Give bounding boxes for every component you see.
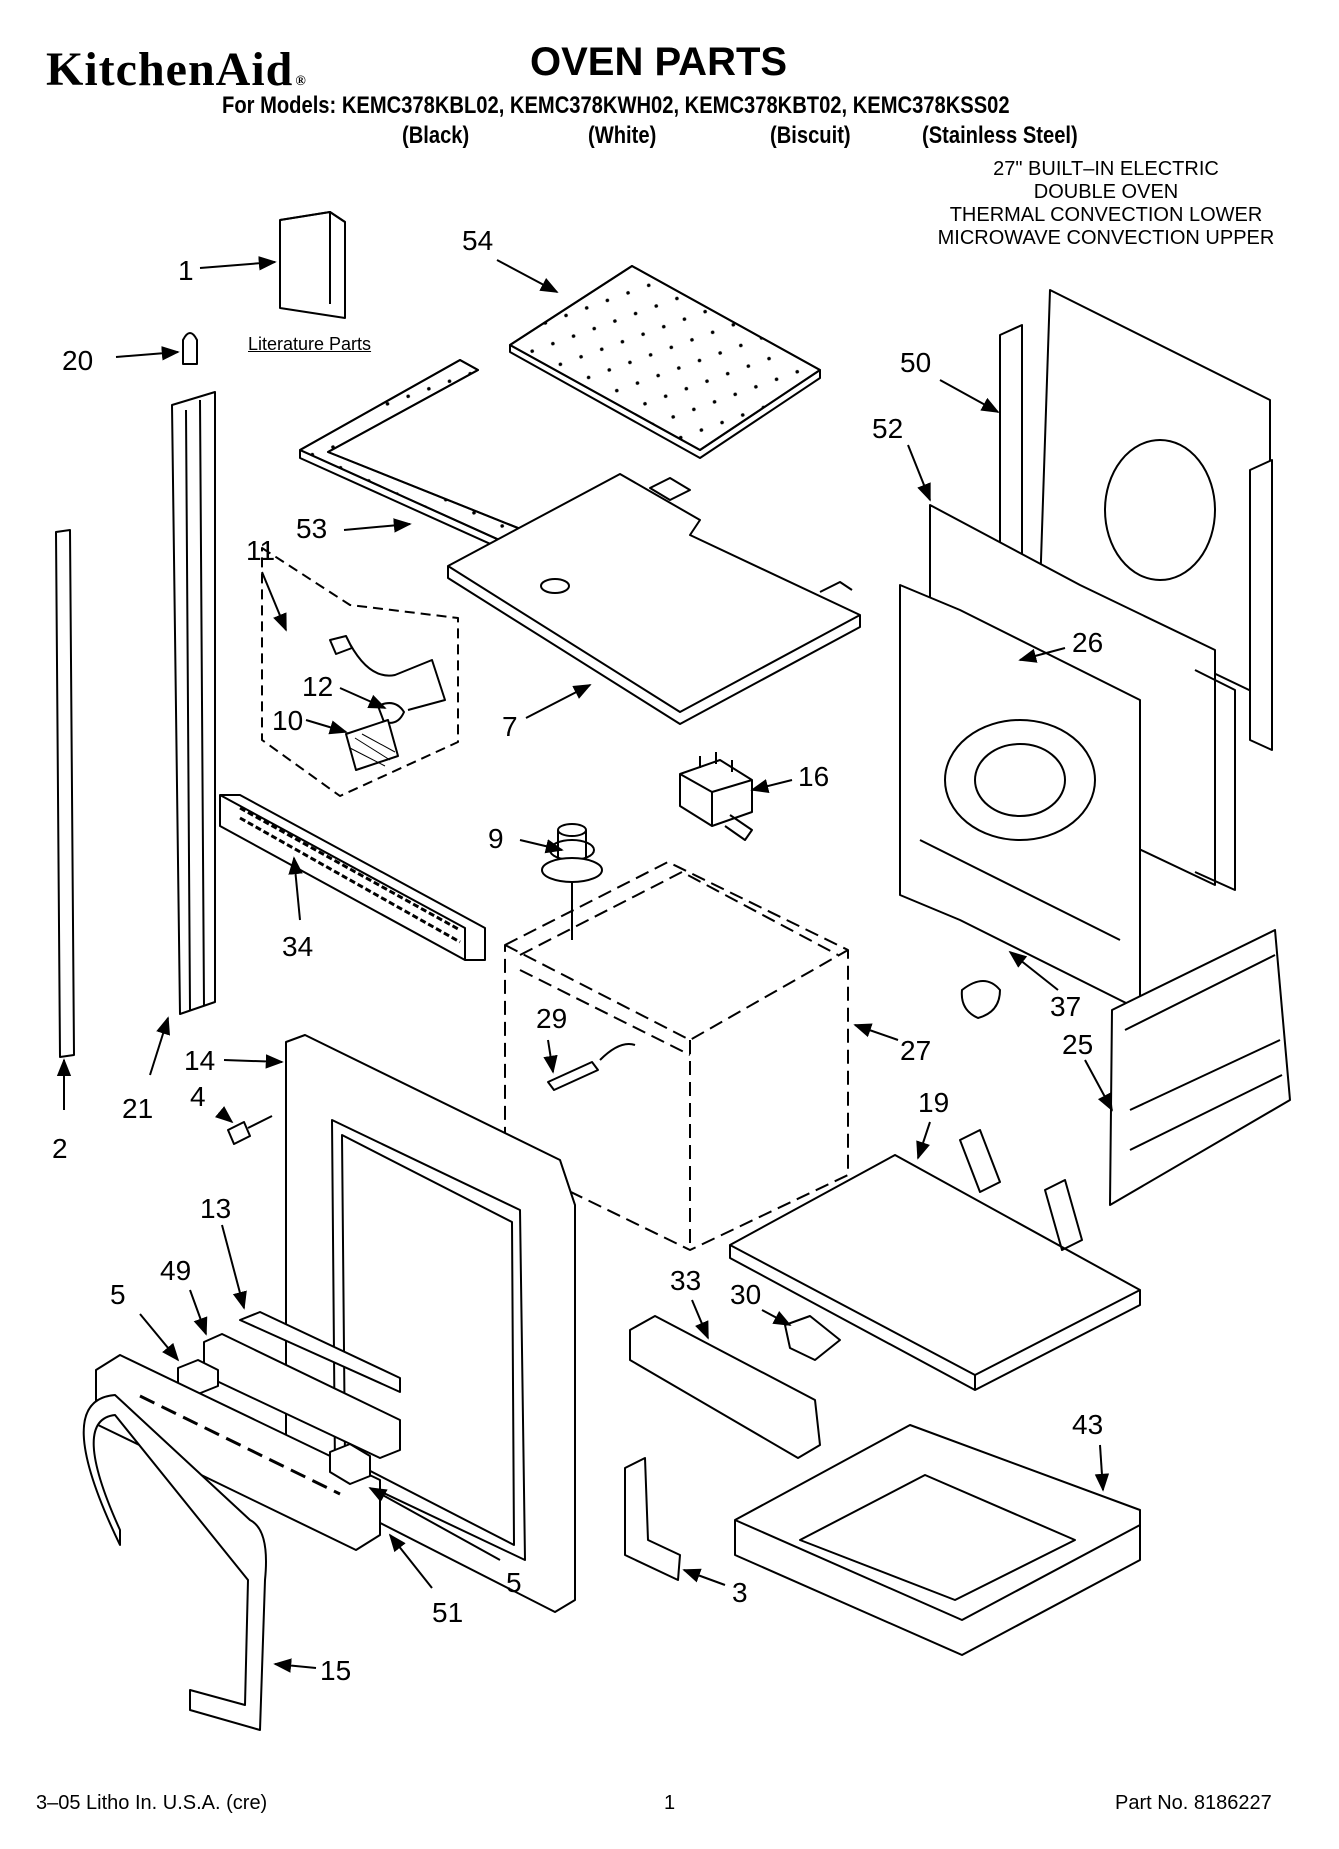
callout-9: 9	[488, 823, 504, 854]
callout-15: 15	[320, 1655, 351, 1686]
callout-49: 49	[160, 1255, 191, 1286]
callout-3: 3	[732, 1577, 748, 1608]
part-literature-booklet	[279, 211, 346, 319]
part-bottom-panel-19	[729, 1129, 1141, 1391]
callout-51: 51	[432, 1597, 463, 1628]
callout-52: 52	[872, 413, 903, 444]
callout-1: 1	[178, 255, 194, 286]
description-line-2: DOUBLE OVEN	[1033, 181, 1179, 203]
part-spacer-5b	[329, 1443, 371, 1485]
variant-stainless: (Stainless Steel)	[922, 122, 1078, 149]
brand-logo: KitchenAid®	[46, 42, 307, 97]
description-line-4: MICROWAVE CONVECTION UPPER	[937, 227, 1275, 249]
callout-29: 29	[536, 1003, 567, 1034]
part-lens-10	[345, 719, 399, 771]
callout-26: 26	[1072, 627, 1103, 658]
callout-11: 11	[246, 535, 275, 566]
description-line-3: THERMAL CONVECTION LOWER	[949, 204, 1263, 226]
callout-37: 37	[1050, 991, 1081, 1022]
callout-7: 7	[502, 711, 518, 742]
models-line: For Models: KEMC378KBL02, KEMC378KWH02, …	[222, 92, 1010, 119]
variant-white: (White)	[588, 122, 657, 149]
part-side-panel-25	[1109, 929, 1291, 1206]
footer-page-number: 1	[664, 1792, 676, 1814]
part-relay-16	[679, 752, 753, 841]
part-limit-switch-37	[960, 980, 1001, 1019]
part-vent-grille-34	[219, 794, 486, 961]
part-tray-43	[734, 1424, 1141, 1656]
callout-16: 16	[798, 761, 829, 792]
callout-34: 34	[282, 931, 313, 962]
callout-53: 53	[296, 513, 327, 544]
part-top-panel-7	[447, 473, 861, 725]
variant-biscuit: (Biscuit)	[770, 122, 851, 149]
callout-4: 4	[190, 1081, 206, 1112]
part-kit-11-outline	[261, 547, 459, 797]
callout-54: 54	[462, 225, 493, 256]
callout-50: 50	[900, 347, 931, 378]
callout-10: 10	[272, 705, 303, 736]
part-bracket-30	[784, 1315, 841, 1361]
page-title: OVEN PARTS	[530, 40, 788, 84]
part-bracket-3	[624, 1457, 681, 1581]
callout-30: 30	[730, 1279, 761, 1310]
callout-43: 43	[1072, 1409, 1103, 1440]
part-side-trim-21	[171, 391, 216, 1015]
callout-20: 20	[62, 345, 93, 376]
footer-print-info: 3–05 Litho In. U.S.A. (cre)	[36, 1792, 268, 1814]
variant-black: (Black)	[402, 122, 470, 149]
callout-33: 33	[670, 1265, 701, 1296]
callout-5b: 5	[506, 1567, 522, 1598]
callout-12: 12	[302, 671, 333, 702]
part-rod-2	[55, 529, 75, 1058]
literature-parts-label: Literature Parts	[248, 334, 372, 354]
description-line-1: 27" BUILT–IN ELECTRIC	[993, 158, 1219, 180]
callout-27: 27	[900, 1035, 931, 1066]
part-insulation-pad-54	[509, 265, 821, 459]
part-strip-13	[239, 1311, 401, 1393]
part-element-29	[547, 1043, 636, 1091]
callout-25: 25	[1062, 1029, 1093, 1060]
brand-name: KitchenAid	[46, 43, 294, 96]
callout-13: 13	[200, 1193, 231, 1224]
part-screw-4	[227, 1115, 273, 1145]
registered-mark: ®	[295, 74, 307, 89]
footer-part-number: Part No. 8186227	[1115, 1792, 1272, 1814]
part-gasket-15	[82, 1394, 267, 1731]
callout-21: 21	[122, 1093, 153, 1124]
callout-numbers: 1 20 54 50 52 53 11 12 10 7 26 16 9 34 3…	[52, 225, 1103, 1686]
callout-5: 5	[110, 1279, 126, 1310]
part-wire-11	[329, 635, 446, 711]
part-tab-20	[182, 332, 198, 365]
callout-leaders	[56, 256, 1113, 1673]
callout-14: 14	[184, 1045, 215, 1076]
callout-19: 19	[918, 1087, 949, 1118]
part-channel-33	[629, 1315, 821, 1459]
callout-2: 2	[52, 1133, 68, 1164]
